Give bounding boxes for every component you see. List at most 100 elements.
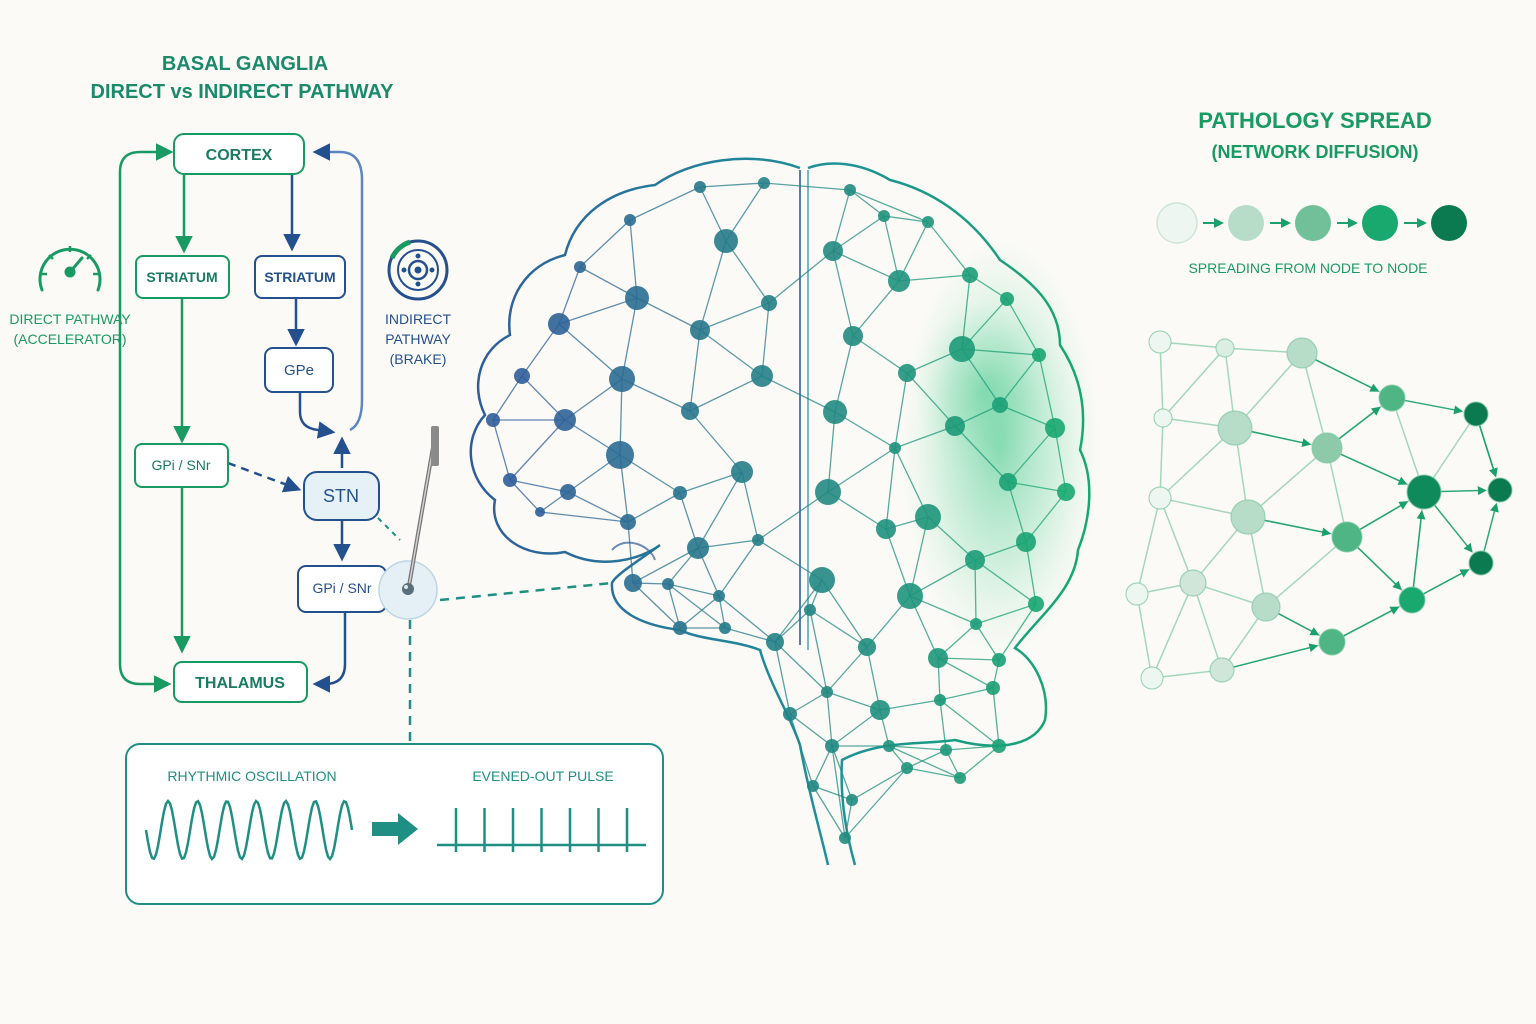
brain-node <box>922 216 934 228</box>
gpi-snr-direct-box[interactable]: GPi / SNr <box>134 443 229 488</box>
rhythmic-oscillation-label: RHYTHMIC OSCILLATION <box>167 768 336 784</box>
brain-edge <box>812 785 853 801</box>
brain-edge <box>558 297 638 325</box>
network-node <box>1463 401 1489 427</box>
spread-arrow <box>1359 501 1409 531</box>
indirect-pathway-label-line1: INDIRECT <box>385 311 452 327</box>
brain-edge <box>937 657 994 689</box>
electrode-to-brain-dashed-line <box>439 581 613 602</box>
network-node <box>1125 582 1149 606</box>
brain-edge <box>699 329 763 377</box>
spread-arrow <box>1434 504 1473 553</box>
brain-node <box>839 832 851 844</box>
network-node <box>1140 666 1164 690</box>
thalamus-box[interactable]: THALAMUS <box>173 661 308 703</box>
direct-pathway-label-line1: DIRECT PATHWAY <box>9 311 131 327</box>
network-edge <box>1305 367 1324 434</box>
legend-step-circle <box>1228 205 1264 241</box>
brain-node <box>673 486 687 500</box>
brain-node <box>883 740 895 752</box>
striatum-indirect-box[interactable]: STRIATUM <box>254 255 346 299</box>
brain-node <box>970 618 982 630</box>
network-edge <box>1205 586 1253 604</box>
gpi-snr-indirect-box[interactable]: GPi / SNr <box>297 565 387 613</box>
spread-arrow <box>1264 519 1332 537</box>
brain-edge <box>909 516 929 597</box>
network-node <box>1468 550 1494 576</box>
brain-edge <box>621 297 638 380</box>
cortex-box[interactable]: CORTEX <box>173 133 305 175</box>
brain-edge <box>579 219 631 268</box>
brain-node <box>503 473 517 487</box>
network-node <box>1378 384 1406 412</box>
network-edge <box>1245 363 1293 416</box>
stn-box[interactable]: STN <box>303 471 380 521</box>
brain-node <box>606 441 634 469</box>
brain-edge <box>789 713 814 787</box>
brain-node <box>766 633 784 651</box>
brain-edge <box>812 745 833 787</box>
network-node <box>1398 586 1426 614</box>
pathology-spread-panel: PATHOLOGY SPREAD (NETWORK DIFFUSION) SPR… <box>1125 108 1513 690</box>
brain-node <box>620 514 636 530</box>
brain-edge <box>998 603 1037 661</box>
brain-edge <box>959 745 1000 779</box>
spread-arrow <box>1251 430 1312 448</box>
brain-node <box>825 739 839 753</box>
brain-node <box>752 534 764 546</box>
signal-comparison-box: RHYTHMIC OSCILLATION EVENED-OUT PULSE <box>125 743 664 905</box>
brain-edge <box>509 479 569 493</box>
network-node <box>1209 657 1235 683</box>
brain-node <box>992 397 1008 413</box>
brain-edge <box>849 189 929 223</box>
spread-arrow <box>1483 502 1499 552</box>
brain-edge <box>852 335 908 374</box>
network-node <box>1487 477 1513 503</box>
brain-edge <box>883 215 900 282</box>
network-edge <box>1167 439 1224 492</box>
brain-edge <box>627 492 681 523</box>
brain-edge <box>1007 481 1067 493</box>
brain-edge <box>809 609 868 648</box>
brain-node <box>758 177 770 189</box>
spread-arrow <box>1440 486 1487 496</box>
brain-node <box>574 261 586 273</box>
brain-edge <box>627 521 634 584</box>
brain-edge <box>832 215 885 252</box>
direct-pathway-label-line2: (ACCELERATOR) <box>13 331 126 347</box>
brain-node <box>928 648 948 668</box>
network-edge <box>1159 426 1164 488</box>
brain-node <box>804 604 816 616</box>
brain-node <box>714 229 738 253</box>
brain-edge <box>844 767 908 839</box>
brain-edge <box>992 687 1000 747</box>
brake-disc-icon <box>387 239 449 301</box>
brain-edge <box>1038 354 1056 429</box>
brain-node <box>823 400 847 424</box>
legend-step-circle <box>1156 202 1198 244</box>
brain-node <box>673 621 687 635</box>
brain-edge <box>492 375 523 421</box>
brain-edge <box>894 372 908 449</box>
brain-node <box>535 507 545 517</box>
network-edge <box>1138 604 1151 668</box>
striatum-direct-box[interactable]: STRIATUM <box>135 255 230 299</box>
brain-node <box>681 402 699 420</box>
brain-node <box>731 461 753 483</box>
network-node <box>1153 408 1173 428</box>
gpe-box[interactable]: GPe <box>264 347 334 393</box>
brain-edge <box>699 182 765 188</box>
brain-node <box>554 409 576 431</box>
brain-edge <box>888 745 947 751</box>
network-edge <box>1171 418 1219 427</box>
brain-node <box>992 739 1006 753</box>
brain-edge <box>927 221 971 276</box>
brain-node <box>1045 418 1065 438</box>
spread-arrow <box>1233 643 1319 668</box>
brain-edge <box>888 745 961 779</box>
network-edge <box>1329 462 1345 523</box>
network-edge <box>1225 356 1234 412</box>
network-edge <box>1170 342 1217 348</box>
brain-edge <box>832 189 851 252</box>
